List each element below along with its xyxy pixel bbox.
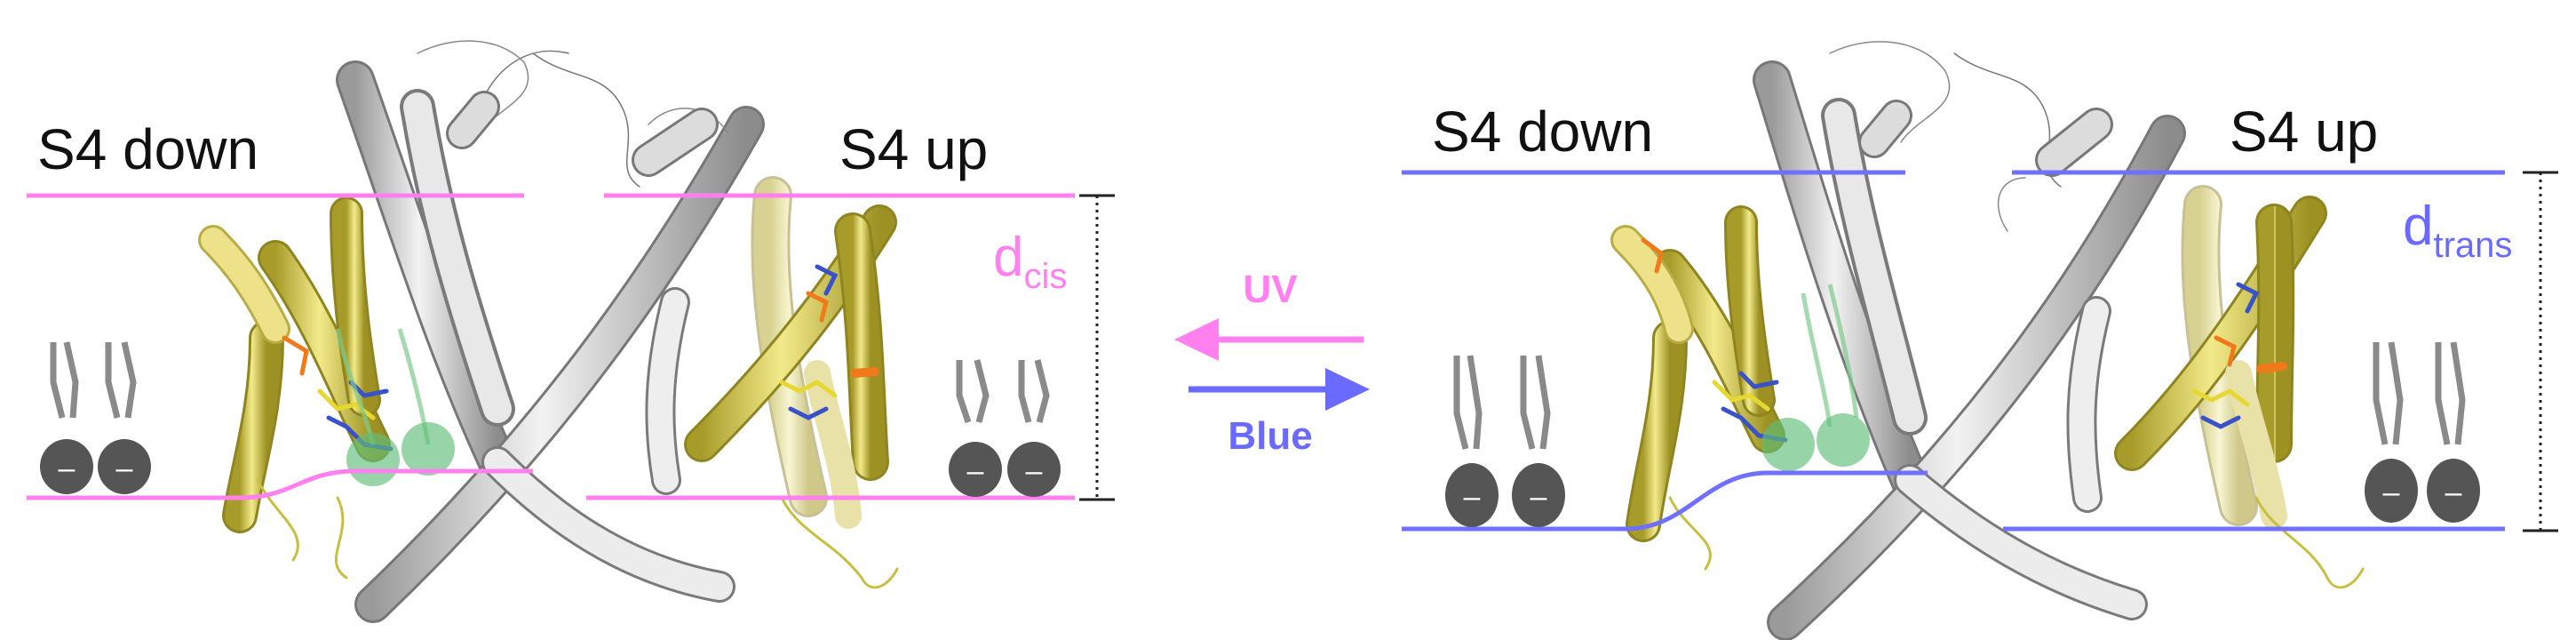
blue-arrow [1189,368,1370,411]
trans-s4-down-label: S4 down [1432,100,1653,164]
lipid: – [1007,359,1061,497]
trans-panel: – – – – S4 down S4 up [1402,41,2558,640]
cis-lipids-left: – – [40,341,151,494]
uv-arrow [1174,318,1364,361]
trans-distance-label: dtrans [2403,196,2512,265]
lipid-charge: – [116,452,133,485]
cis-up-side-chains [779,264,879,420]
blue-label: Blue [1228,414,1312,458]
cis-s4-down-label: S4 down [37,117,258,181]
trans-lipids-left: – – [1445,355,1565,527]
lipid-charge: – [967,454,984,488]
lipid-charge: – [2383,476,2400,509]
cis-distance-symbol: d [993,227,1023,288]
cis-pore-domain [336,40,765,623]
cis-gray-cylinder [446,91,719,177]
trans-gating-charges [1761,284,1870,471]
lipid-charge: – [1530,480,1547,514]
trans-s4-up-label: S4 up [2230,100,2378,164]
trans-pore-domain [1753,41,2186,640]
cis-distance-bracket [1079,194,1115,501]
cis-distance-subscript: cis [1023,257,1067,296]
lipid: – [949,359,1002,497]
trans-s4-down-helices [1610,205,1785,571]
trans-distance-symbol: d [2403,196,2433,257]
trans-up-side-chains [2191,282,2287,429]
cis-s4-up-label: S4 up [839,117,988,181]
lipid: – [1445,355,1499,527]
cis-panel: – – – – S4 down S [27,40,1115,623]
cis-bottom-membrane-left [27,468,533,500]
trans-gray-cylinder [1858,100,2113,177]
lipid: – [2365,341,2418,523]
lipid: – [1512,355,1565,527]
uv-label: UV [1243,268,1298,311]
cis-distance-label: dcis [993,227,1067,296]
trans-lipids-right: – – [2365,341,2480,523]
cis-s4-down-helices [198,196,391,580]
cis-lipids-right: – – [949,359,1061,497]
lipid-charge: – [59,452,76,485]
trans-s4-up-helices [2114,185,2365,589]
light-switch: UV Blue [1174,268,1370,458]
trans-distance-subscript: trans [2433,226,2512,265]
lipid: – [98,341,151,494]
lipid: – [2427,341,2480,523]
trans-membrane [1402,170,2505,532]
lipid: – [40,341,93,494]
cis-membrane [27,193,1075,500]
lipid-charge: – [2445,476,2462,509]
trans-bottom-membrane-left [1402,470,1928,532]
lipid-charge: – [1026,454,1043,488]
trans-distance-bracket [2523,171,2558,532]
lipid-charge: – [1464,480,1481,514]
